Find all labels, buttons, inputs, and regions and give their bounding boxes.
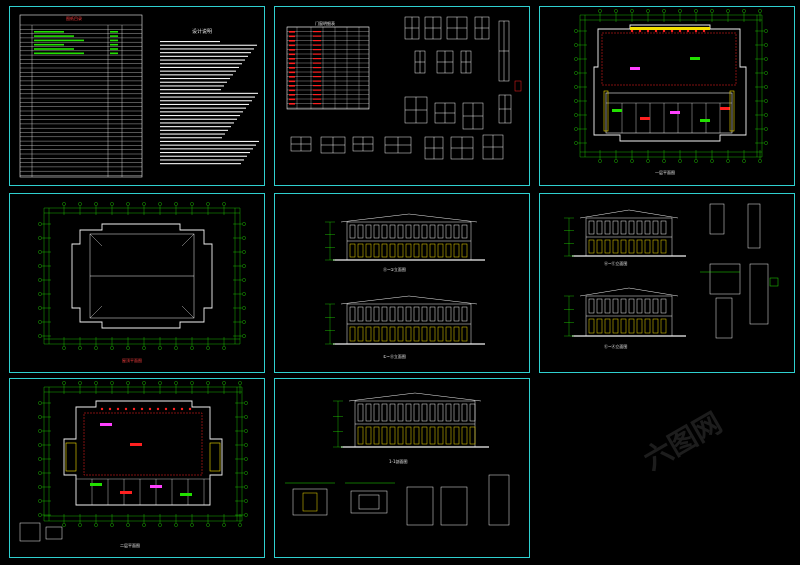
door-window-schedule-title: 门窗明细表	[315, 21, 335, 26]
drawing-index-graphics	[19, 14, 259, 178]
side-elevation-2-title: Ⓔ~Ⓐ立面图	[604, 344, 628, 349]
sheet-drawing-index: 图纸目录 设计说明	[9, 6, 265, 186]
watermark: 六图网	[638, 406, 728, 477]
second-floor-graphics	[19, 381, 248, 542]
first-floor-graphics	[574, 9, 768, 163]
second-floor-plan-title: 二层平面图	[120, 543, 140, 548]
door-window-graphics	[286, 16, 522, 160]
side-elevation-1-title: Ⓐ~Ⓔ立面图	[604, 261, 628, 266]
sheet-elevations-side: Ⓐ~Ⓔ立面图 Ⓔ~Ⓐ立面图	[539, 193, 795, 373]
elevation-1-title: ⑪~①立面图	[383, 267, 406, 272]
sheet-second-floor-plan: 二层平面图	[9, 378, 265, 558]
section-title: 1-1剖面图	[389, 459, 408, 464]
elevation-2-title: ①~⑪立面图	[383, 354, 406, 359]
roof-plan-title: 屋顶平面图	[122, 358, 142, 363]
side-elevation-graphics	[564, 203, 779, 339]
roof-plan-graphics	[38, 202, 246, 350]
sheet-elevations-front-back: ⑪~①立面图 ①~⑪立面图	[274, 193, 530, 373]
section-graphics	[285, 392, 510, 526]
drawing-index-title: 图纸目录	[66, 16, 82, 21]
sheet-section: 1-1剖面图	[274, 378, 530, 558]
sheet-roof-plan: 屋顶平面图	[9, 193, 265, 373]
first-floor-plan-title: 一层平面图	[655, 170, 675, 175]
elevation-graphics	[325, 213, 485, 345]
design-notes-title: 设计说明	[192, 29, 213, 35]
sheet-first-floor-plan: 一层平面图	[539, 6, 795, 186]
sheet-door-window-schedule: 门窗明细表	[274, 6, 530, 186]
